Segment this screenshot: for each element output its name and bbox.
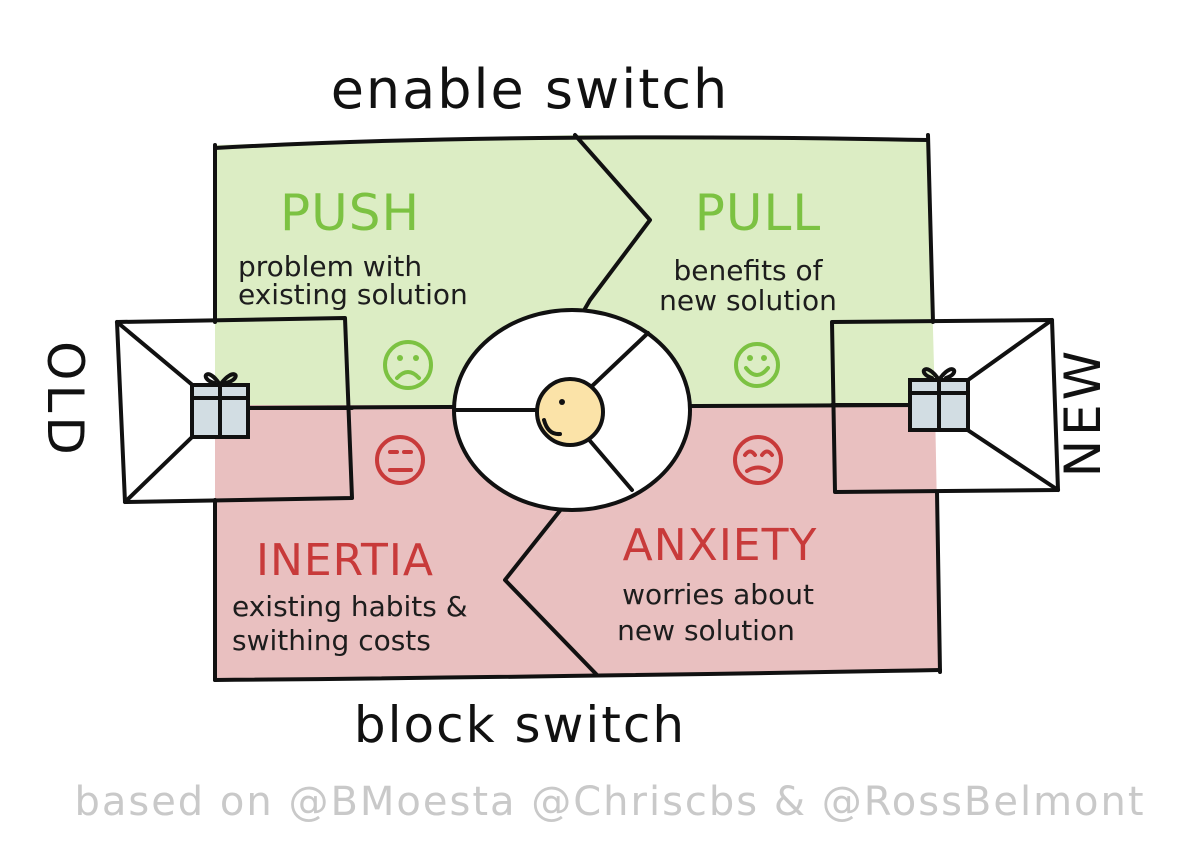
frame-right-edge	[926, 133, 935, 324]
bottom-label: block switch	[354, 696, 686, 754]
neutral-face-icon	[375, 435, 425, 485]
credit-text: based on @BMoesta @Chriscbs & @RossBelmo…	[74, 779, 1145, 825]
frame-top-edge	[213, 135, 930, 150]
worried-face-icon	[733, 435, 783, 485]
anxiety-desc-line2: new solution	[617, 614, 795, 647]
gift-icon-old	[190, 372, 250, 439]
frame-bottom-edge	[213, 668, 942, 682]
smile-face-icon	[734, 342, 780, 388]
pull-desc-line2: new solution	[659, 284, 837, 317]
sad-face-icon	[383, 340, 433, 390]
push-desc-line2: existing solution	[238, 278, 468, 311]
bottom-zigzag-divider	[503, 496, 599, 677]
new-label: NEW	[1054, 347, 1112, 477]
top-label: enable switch	[331, 58, 730, 121]
push-desc-line1: problem with	[238, 250, 422, 283]
anxiety-desc-line1: worries about	[622, 578, 814, 611]
gift-icon-new	[908, 367, 970, 432]
push-title: PUSH	[280, 184, 420, 242]
inertia-desc-line1: existing habits &	[232, 590, 468, 623]
pull-title: PULL	[695, 184, 821, 242]
pull-desc-line1: benefits of	[673, 254, 823, 287]
inertia-desc-line2: swithing costs	[232, 624, 431, 657]
inertia-title: INERTIA	[256, 535, 434, 586]
person-face-icon	[535, 377, 605, 447]
old-label: OLD	[36, 341, 94, 459]
anxiety-title: ANXIETY	[623, 520, 818, 571]
frame-right-edge-lower	[935, 490, 942, 674]
